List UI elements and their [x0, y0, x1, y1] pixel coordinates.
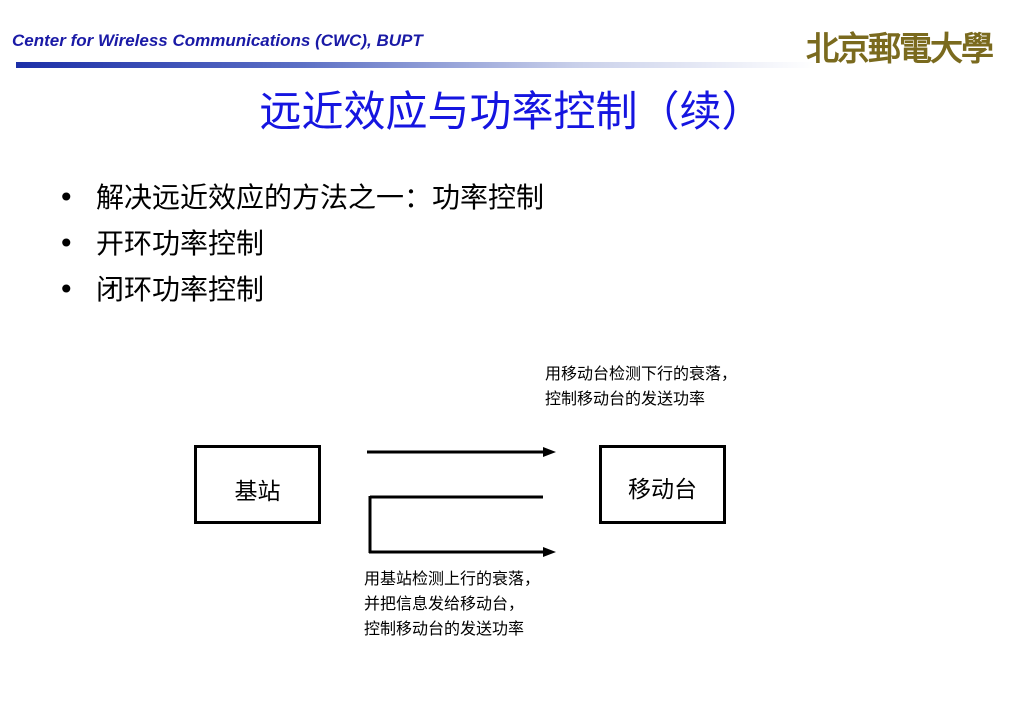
downlink-note-line: 控制移动台的发送功率 — [545, 389, 706, 408]
uplink-note-line: 用基站检测上行的衰落， — [364, 569, 541, 588]
bullet-list: • 解决远近效应的方法之一：功率控制 • 开环功率控制 • 闭环功率控制 — [58, 178, 544, 316]
bullet-item: • 闭环功率控制 — [58, 270, 544, 316]
bullet-dot-icon: • — [58, 181, 75, 214]
slide-title: 远近效应与功率控制（续） — [259, 87, 764, 136]
university-logo: 北京郵電大學 — [806, 29, 994, 68]
bullet-text: 解决远近效应的方法之一：功率控制 — [96, 181, 545, 214]
bullet-item: • 开环功率控制 — [58, 224, 544, 270]
uplink-note-line: 并把信息发给移动台， — [364, 594, 525, 613]
uplink-note-line: 控制移动台的发送功率 — [364, 619, 525, 638]
downlink-note: 用移动台检测下行的衰落， 控制移动台的发送功率 — [545, 361, 737, 411]
base-station-box: 基站 — [194, 445, 321, 524]
mobile-station-box: 移动台 — [599, 445, 726, 524]
header-divider-bar — [16, 62, 816, 68]
uplink-note: 用基站检测上行的衰落， 并把信息发给移动台， 控制移动台的发送功率 — [364, 566, 540, 641]
feedback-arrowhead-icon — [543, 547, 556, 557]
bullet-text: 开环功率控制 — [96, 227, 265, 260]
bullet-text: 闭环功率控制 — [96, 273, 265, 306]
org-header: Center for Wireless Communications (CWC)… — [12, 31, 423, 50]
downlink-arrowhead-icon — [543, 447, 556, 457]
mobile-station-label: 移动台 — [628, 477, 697, 503]
base-station-label: 基站 — [234, 479, 281, 505]
downlink-note-line: 用移动台检测下行的衰落， — [545, 364, 738, 383]
bullet-dot-icon: • — [58, 227, 75, 260]
bullet-dot-icon: • — [58, 273, 75, 306]
bullet-item: • 解决远近效应的方法之一：功率控制 — [58, 178, 544, 224]
